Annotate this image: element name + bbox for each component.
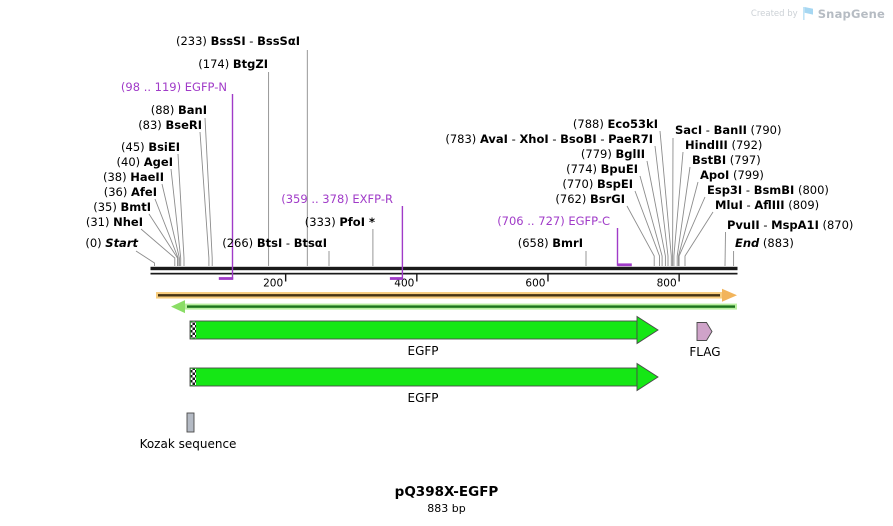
site-connector-bseri [199,131,210,266]
snapgene-logo-icon [802,7,813,20]
site-connector-bsrgi [626,205,655,266]
site-label-bmti[interactable]: (35) BmtI [93,200,151,214]
site-label-hindiii[interactable]: HindIII (792) [685,138,762,152]
site-label-bani[interactable]: (88) BanI [151,103,207,117]
site-label-pfoi[interactable]: (333) PfoI * [305,215,375,229]
site-label-bspei[interactable]: (770) BspEI [562,177,633,191]
site-connector-eco53ki [659,130,672,266]
site-connector-agei [170,168,182,266]
ruler-tick-label-400: 400 [394,278,414,290]
site-label-pvuii-mspa1i[interactable]: PvuII - MspA1I (870) [727,218,853,232]
site-connector-esp3i-bsmbi [678,196,706,266]
feature-egfp-0-label: EGFP [407,344,438,358]
site-label-avai-xhoi-bsobi-paer7i[interactable]: (783) AvaI - XhoI - BsoBI - PaeR7I [445,132,653,146]
sequence-length: 883 bp [427,502,466,515]
site-connector-bsiei [177,153,185,266]
feature-egfp-0-hatch [190,321,196,339]
map-title-block: pQ398X-EGFP 883 bp [0,484,893,515]
orf-arrow-right-head [722,288,737,302]
site-label-btsi-bts-i[interactable]: (266) BtsI - BtsαI [222,236,327,250]
orf-arrow-left-head [171,300,185,314]
ruler-tick-label-600: 600 [525,278,545,290]
site-label-start[interactable]: (0) Start [85,236,138,250]
site-connector-bglii [646,160,666,266]
ruler-tick-label-200: 200 [263,278,283,290]
snapgene-watermark: Created by SnapGene [751,6,885,21]
site-label-bstbi[interactable]: BstBI (797) [692,153,761,167]
feature-flag-1-shape[interactable] [696,322,713,341]
site-connector-start [135,250,155,266]
site-connector-bmti [148,213,178,266]
site-label-bsssi-bsss-i[interactable]: (233) BssSI - BssSαI [176,34,300,48]
site-label-bmri[interactable]: (658) BmrI [518,236,583,250]
primer-egfp-n-label[interactable]: (98 .. 119) EGFP-N [121,80,227,94]
feature-egfp-2-head[interactable] [636,362,659,392]
site-connector-pvuii-mspa1i [724,231,726,267]
site-connector-hindiii [673,151,684,266]
created-by-text: Created by [750,8,798,19]
snapgene-brand-text: SnapGene [817,6,885,21]
feature-egfp-2-body[interactable] [189,367,638,387]
site-label-afei[interactable]: (36) AfeI [104,185,157,199]
site-connector-bpuei [639,175,663,266]
feature-kozak-sequence-3-label: Kozak sequence [140,437,237,451]
site-label-bpuei[interactable]: (774) BpuEI [566,162,638,176]
site-connector-avai-xhoi-bsobi-paer7i [654,145,669,266]
feature-egfp-0-head[interactable] [636,315,659,345]
orf-arrow-right-core [158,294,720,297]
site-label-bseri[interactable]: (83) BseRI [138,118,202,132]
ruler-tick-label-800: 800 [657,278,677,290]
feature-egfp-0-body[interactable] [189,320,638,340]
site-connector-bspei [634,190,660,266]
feature-kozak-sequence-3-shape[interactable] [186,412,195,433]
feature-egfp-2-label: EGFP [407,391,438,405]
site-label-mlui-afliii[interactable]: MluI - AflIII (809) [715,198,819,212]
feature-flag-1-label: FLAG [689,345,720,359]
site-label-esp3i-bsmbi[interactable]: Esp3I - BsmBI (800) [707,183,829,197]
site-connector-apoi [678,181,699,266]
site-label-bglii[interactable]: (779) BglII [581,147,645,161]
site-connector-bstbi [676,166,691,266]
primer-egfp-c-label[interactable]: (706 .. 727) EGFP-C [497,214,610,228]
site-label-end[interactable]: End (883) [735,236,794,250]
site-connector-bani [204,117,213,266]
sequence-title: pQ398X-EGFP [394,484,499,500]
sequence-ruler-line [150,272,738,275]
site-connector-mlui-afliii [684,211,714,266]
site-label-bsiei[interactable]: (45) BsiEI [121,140,180,154]
site-label-nhei[interactable]: (31) NheI [86,215,143,229]
site-label-btgzi[interactable]: (174) BtgZI [198,57,268,71]
sequence-line [150,266,738,271]
site-label-eco53ki[interactable]: (788) Eco53kI [573,117,658,131]
orf-arrow-left-core [187,305,735,308]
site-label-bsrgi[interactable]: (762) BsrGI [555,192,625,206]
primer-exfp-r-label[interactable]: (359 .. 378) EXFP-R [281,192,393,206]
feature-egfp-2-hatch [190,368,196,386]
site-connector-afei [154,198,179,266]
site-connector-nhei [140,228,176,266]
site-connector-haeii [161,183,180,266]
site-label-saci-banii[interactable]: SacI - BanII (790) [675,123,781,137]
site-label-agei[interactable]: (40) AgeI [117,155,173,169]
site-label-apoi[interactable]: ApoI (799) [700,168,764,182]
site-label-haeii[interactable]: (38) HaeII [103,170,164,184]
